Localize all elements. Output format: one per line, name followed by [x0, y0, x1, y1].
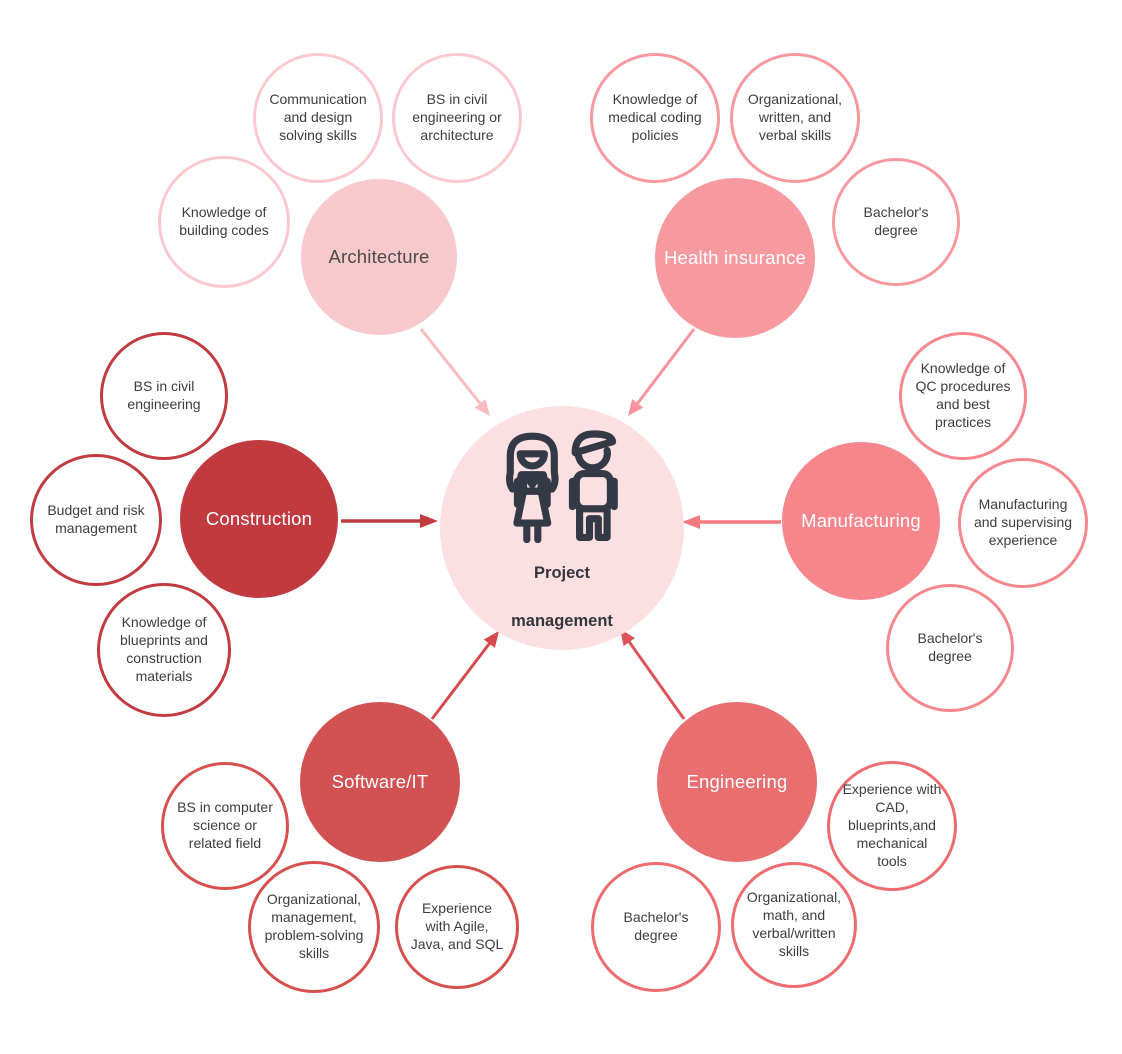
satellite-circle: BS in civil engineering or architecture	[392, 53, 522, 183]
branch-label: Construction	[205, 508, 313, 529]
satellite-label: BS in computer science or related field	[177, 799, 273, 851]
satellite-label: Knowledge of QC procedures and best prac…	[915, 360, 1011, 430]
branch-circle-health-insurance: Health insurance	[655, 178, 815, 338]
satellite-label: Bachelor's degree	[623, 909, 689, 943]
arrow-architecture	[419, 328, 490, 416]
satellite-circle: Knowledge of blueprints and construction…	[97, 583, 231, 717]
branch-label: Health insurance	[663, 247, 807, 268]
branch-label: Architecture	[328, 246, 430, 267]
satellite-circle: Communication and design solving skills	[253, 53, 383, 183]
branch-circle-engineering: Engineering	[657, 702, 817, 862]
branch-label: Engineering	[686, 771, 788, 792]
woman-man-icon	[496, 422, 628, 556]
branch-circle-architecture: Architecture	[301, 179, 457, 335]
satellite-circle: Organizational, management, problem-solv…	[248, 861, 380, 993]
branch-circle-software-it: Software/IT	[300, 702, 460, 862]
satellite-label: Organizational, management, problem-solv…	[264, 891, 364, 961]
satellite-circle: BS in civil engineering	[100, 332, 228, 460]
center-label: Project management	[511, 564, 613, 630]
satellite-label: Experience with CAD, blueprints,and mech…	[842, 781, 942, 869]
satellite-label: BS in civil engineering	[127, 378, 201, 412]
arrow-health-insurance	[628, 328, 696, 416]
satellite-label: Knowledge of medical coding policies	[608, 91, 702, 143]
branch-label: Software/IT	[331, 771, 429, 792]
satellite-circle: Knowledge of medical coding policies	[590, 53, 720, 183]
satellite-label: Budget and risk management	[47, 502, 145, 536]
satellite-circle: Knowledge of QC procedures and best prac…	[899, 332, 1027, 460]
arrow-engineering	[620, 629, 686, 720]
satellite-label: Organizational, math, and verbal/written…	[746, 889, 842, 959]
branch-circle-construction: Construction	[180, 440, 338, 598]
satellite-circle: Experience with Agile, Java, and SQL	[395, 865, 519, 989]
satellite-circle: Organizational, math, and verbal/written…	[731, 862, 857, 988]
satellite-label: BS in civil engineering or architecture	[412, 91, 502, 143]
satellite-circle: Bachelor's degree	[886, 584, 1014, 712]
satellite-circle: BS in computer science or related field	[161, 762, 289, 890]
satellite-label: Manufacturing and supervising experience	[973, 496, 1073, 548]
branch-label: Manufacturing	[801, 510, 921, 531]
arrow-construction	[341, 514, 438, 528]
satellite-label: Communication and design solving skills	[269, 91, 367, 143]
satellite-circle: Budget and risk management	[30, 454, 162, 586]
satellite-circle: Experience with CAD, blueprints,and mech…	[827, 761, 957, 891]
satellite-circle: Bachelor's degree	[832, 158, 960, 286]
arrow-manufacturing	[682, 515, 781, 529]
satellite-label: Knowledge of building codes	[179, 204, 269, 238]
satellite-circle: Manufacturing and supervising experience	[958, 458, 1088, 588]
satellite-circle: Knowledge of building codes	[158, 156, 290, 288]
satellite-circle: Bachelor's degree	[591, 862, 721, 992]
satellite-label: Organizational, written, and verbal skil…	[747, 91, 843, 143]
satellite-label: Knowledge of blueprints and construction…	[120, 614, 208, 684]
satellite-circle: Organizational, written, and verbal skil…	[730, 53, 860, 183]
satellite-label: Bachelor's degree	[917, 630, 983, 664]
satellite-label: Experience with Agile, Java, and SQL	[410, 900, 504, 952]
center-node-project-management: Project management	[440, 406, 684, 650]
satellite-label: Bachelor's degree	[863, 204, 929, 238]
arrow-software-it	[430, 631, 499, 720]
branch-circle-manufacturing: Manufacturing	[782, 442, 940, 600]
